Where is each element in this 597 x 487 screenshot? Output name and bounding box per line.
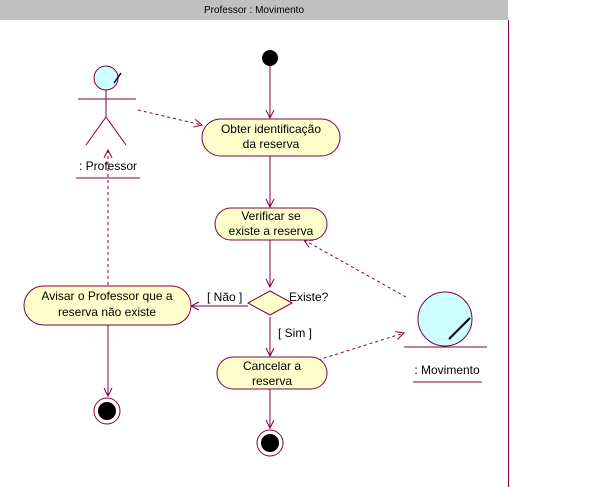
initial-state[interactable] [262, 50, 278, 66]
activity-label-line1: Verificar se [241, 209, 301, 223]
object-movimento[interactable]: : Movimento [404, 291, 487, 383]
activity-avisar-professor[interactable]: Avisar o Professor que a reserva não exi… [23, 285, 192, 326]
final-state-right[interactable] [256, 429, 284, 457]
activity-verificar-reserva[interactable]: Verificar se existe a reserva [214, 207, 328, 241]
object-label: : Movimento [414, 363, 480, 377]
objflow-professor-to-obter [137, 109, 202, 125]
activity-label-line2: reserva não existe [58, 305, 156, 319]
entity-object-icon [404, 291, 487, 348]
activity-cancelar-reserva[interactable]: Cancelar a reserva [216, 356, 328, 390]
decision-diamond [246, 290, 294, 316]
objflow-cancelar-to-movimento [317, 333, 404, 361]
decision-existe[interactable]: Existe? [246, 290, 329, 316]
activity-label-line1: Cancelar a [243, 359, 301, 373]
swimlane-border [508, 20, 509, 487]
actor-stick-figure-icon [78, 65, 136, 146]
actor-professor[interactable]: : Professor [76, 65, 140, 179]
decision-label: Existe? [289, 290, 329, 304]
guard-no-label: [ Não ] [207, 290, 242, 304]
guard-yes-label: [ Sim ] [278, 326, 312, 340]
activity-label-line2: existe a reserva [229, 224, 314, 238]
actor-label: : Professor [79, 159, 137, 173]
activity-label-line2: reserva [252, 374, 292, 388]
window-title: Professor : Movimento [0, 0, 508, 20]
final-state-left[interactable] [93, 397, 121, 425]
activity-label-line2: da reserva [243, 137, 300, 151]
activity-label-line1: Obter identificação [221, 122, 321, 136]
activity-obter-identificacao[interactable]: Obter identificação da reserva [201, 118, 341, 157]
activity-label-line1: Avisar o Professor que a [41, 289, 173, 303]
objflow-movimento-to-verificar [304, 240, 407, 298]
